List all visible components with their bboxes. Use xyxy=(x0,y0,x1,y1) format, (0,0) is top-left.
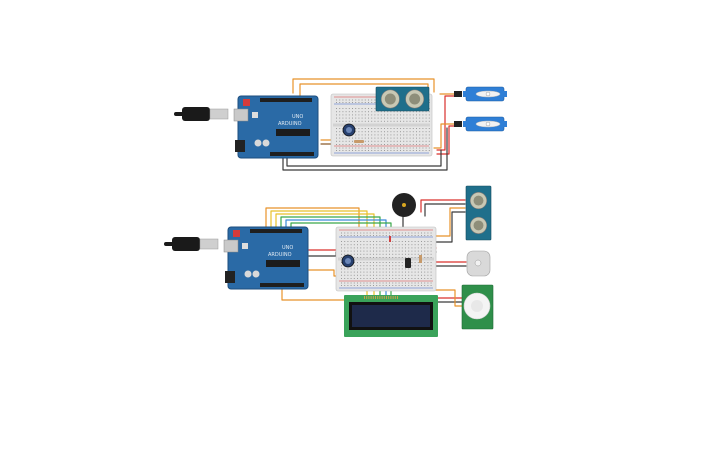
usb-plug-metal xyxy=(199,238,219,250)
cable-end xyxy=(164,242,174,246)
capacitor xyxy=(244,270,252,278)
breadboard-holes xyxy=(341,232,432,286)
cable-end xyxy=(174,112,184,116)
lcd-pin xyxy=(375,296,376,299)
lcd-pin xyxy=(366,296,368,299)
uno-label: UNO xyxy=(292,114,303,120)
lcd-screen xyxy=(352,305,430,327)
lcd-pin xyxy=(394,296,396,299)
transducer-mesh xyxy=(384,93,396,105)
arduino-label: ARDUINO xyxy=(278,121,302,127)
wire-black[interactable] xyxy=(431,211,466,243)
arduino-label: ARDUINO xyxy=(268,252,292,258)
transducer-mesh xyxy=(473,220,484,231)
dc-motor[interactable] xyxy=(466,250,491,277)
usb-plug-metal xyxy=(209,108,229,120)
lcd-pin xyxy=(386,296,387,299)
wire-black[interactable] xyxy=(424,203,466,217)
wire-black[interactable] xyxy=(286,149,442,167)
servo-connector xyxy=(454,121,462,127)
lcd-pin xyxy=(397,296,398,299)
wire-orange[interactable] xyxy=(433,123,455,149)
servo-shaft xyxy=(485,121,491,127)
ultrasonic-sensor[interactable] xyxy=(465,185,492,241)
wire-orange[interactable] xyxy=(428,207,466,237)
digital-header xyxy=(260,98,312,102)
power-analog-header xyxy=(270,152,314,156)
wire-red[interactable] xyxy=(436,125,455,155)
lcd-pin xyxy=(392,296,394,299)
wire-red[interactable] xyxy=(420,199,466,213)
lcd-pin xyxy=(381,296,383,299)
pir-lens xyxy=(471,300,483,312)
wire-orange[interactable] xyxy=(281,286,345,301)
power-jack xyxy=(225,271,235,283)
capacitor xyxy=(252,270,260,278)
wire-orange[interactable] xyxy=(292,78,435,94)
capacitor xyxy=(262,139,270,147)
lcd-pin xyxy=(377,296,379,299)
resistor[interactable] xyxy=(419,255,422,263)
wire-orange[interactable] xyxy=(265,207,360,237)
uno-label: UNO xyxy=(282,245,293,251)
power-analog-header xyxy=(260,283,304,287)
led[interactable] xyxy=(389,236,391,242)
usb-plug-body xyxy=(172,237,200,251)
breadboard[interactable] xyxy=(335,226,437,292)
transducer-mesh xyxy=(473,195,484,206)
atmega-chip xyxy=(276,129,310,136)
wire-black[interactable] xyxy=(282,127,448,171)
center-channel xyxy=(338,257,434,261)
servo-connector xyxy=(454,91,462,97)
power-jack xyxy=(235,140,245,152)
servo-motor[interactable] xyxy=(454,86,507,102)
ultrasonic-sensor[interactable] xyxy=(375,86,430,112)
resistor[interactable] xyxy=(354,140,364,143)
lcd-pin xyxy=(368,296,370,299)
reset-button xyxy=(243,99,250,106)
wire-red[interactable] xyxy=(436,95,455,151)
potentiometer-knob xyxy=(345,258,351,264)
servo-motor[interactable] xyxy=(454,116,507,132)
crystal xyxy=(242,243,248,249)
piezo-buzzer[interactable] xyxy=(392,193,416,217)
center-channel xyxy=(333,123,430,127)
lcd-pin xyxy=(390,296,392,299)
usb-port xyxy=(223,239,239,253)
lcd-pin xyxy=(379,296,381,299)
motor-shaft xyxy=(474,259,482,267)
servo-shaft xyxy=(485,91,491,97)
reset-button xyxy=(233,230,240,237)
lcd-pin xyxy=(372,296,374,299)
potentiometer-knob xyxy=(346,127,352,133)
potentiometer[interactable] xyxy=(341,254,355,268)
atmega-chip xyxy=(266,260,300,267)
wire-orange[interactable] xyxy=(435,289,463,307)
lcd-16x2[interactable] xyxy=(344,295,438,337)
usb-plug-body xyxy=(182,107,210,121)
buzzer-center xyxy=(402,203,406,207)
usb-cable[interactable] xyxy=(164,237,219,251)
lcd-pin xyxy=(370,296,372,299)
transistor[interactable] xyxy=(405,258,411,268)
digital-header xyxy=(250,229,302,233)
usb-cable[interactable] xyxy=(174,107,229,121)
capacitor xyxy=(254,139,262,147)
crystal xyxy=(252,112,258,118)
potentiometer[interactable] xyxy=(342,123,356,137)
usb-port xyxy=(233,108,249,122)
lcd-pin xyxy=(388,296,390,299)
lcd-pin xyxy=(364,296,365,299)
transducer-mesh xyxy=(409,93,421,105)
pir-sensor[interactable] xyxy=(461,284,494,330)
lcd-pin xyxy=(383,296,385,299)
